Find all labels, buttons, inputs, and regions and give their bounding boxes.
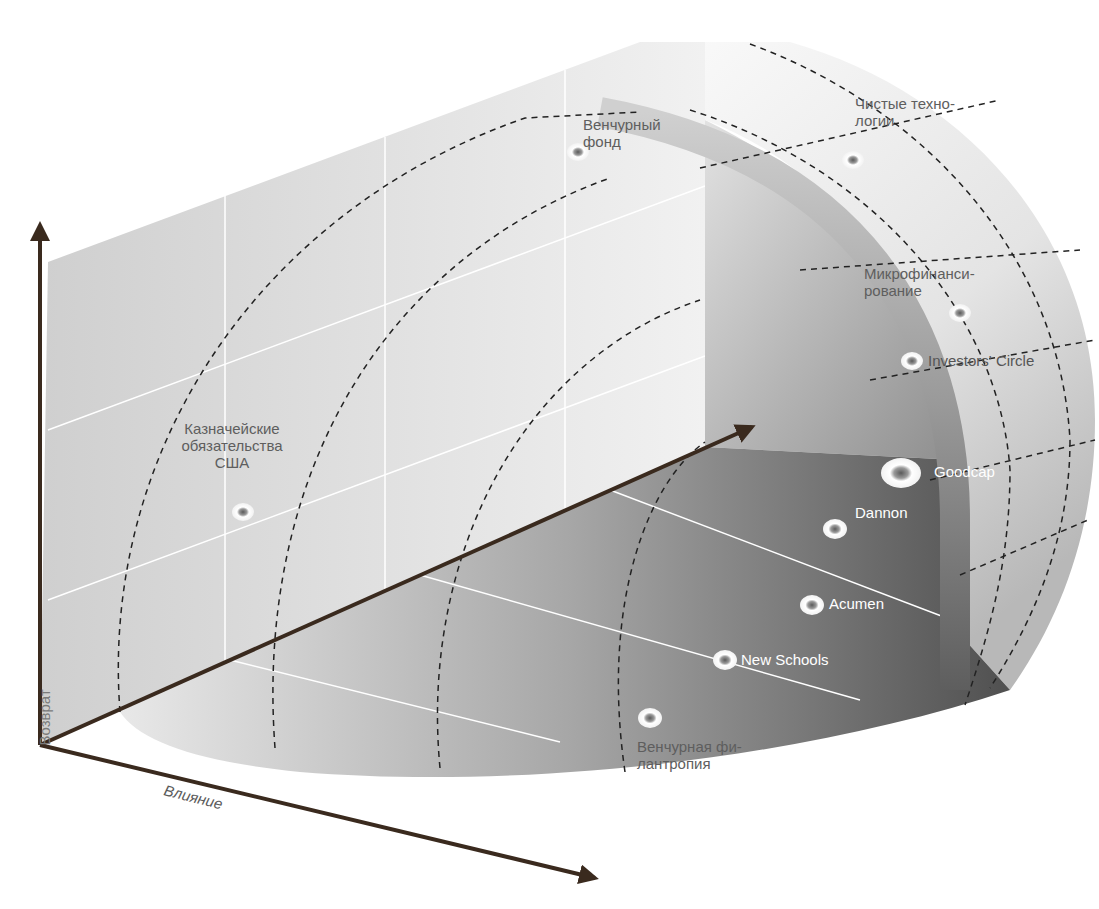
arc-band xyxy=(600,112,955,690)
point-label: Венчурная фи- лантропия xyxy=(637,738,759,772)
point-label: Чистые техно- логии xyxy=(855,95,975,129)
point-label: Acumen xyxy=(829,595,919,612)
point-label: Казначейские обязательства США xyxy=(174,420,290,471)
data-points xyxy=(232,143,971,728)
point-label: New Schools xyxy=(741,651,861,668)
point-label: Микрофинанси- рование xyxy=(864,265,994,299)
dashed-arcs xyxy=(118,44,1095,772)
axis-label: Влияние xyxy=(162,781,253,819)
point-label: Goodcap xyxy=(934,463,1034,480)
floor-grid xyxy=(230,490,965,742)
axis-label: Возврат xyxy=(36,665,53,745)
axes xyxy=(40,225,752,878)
point-label: Венчурный фонд xyxy=(583,116,679,150)
floor xyxy=(40,447,1010,777)
point-label: Investors' Circle xyxy=(928,352,1078,369)
point-label: Dannon xyxy=(855,504,945,521)
